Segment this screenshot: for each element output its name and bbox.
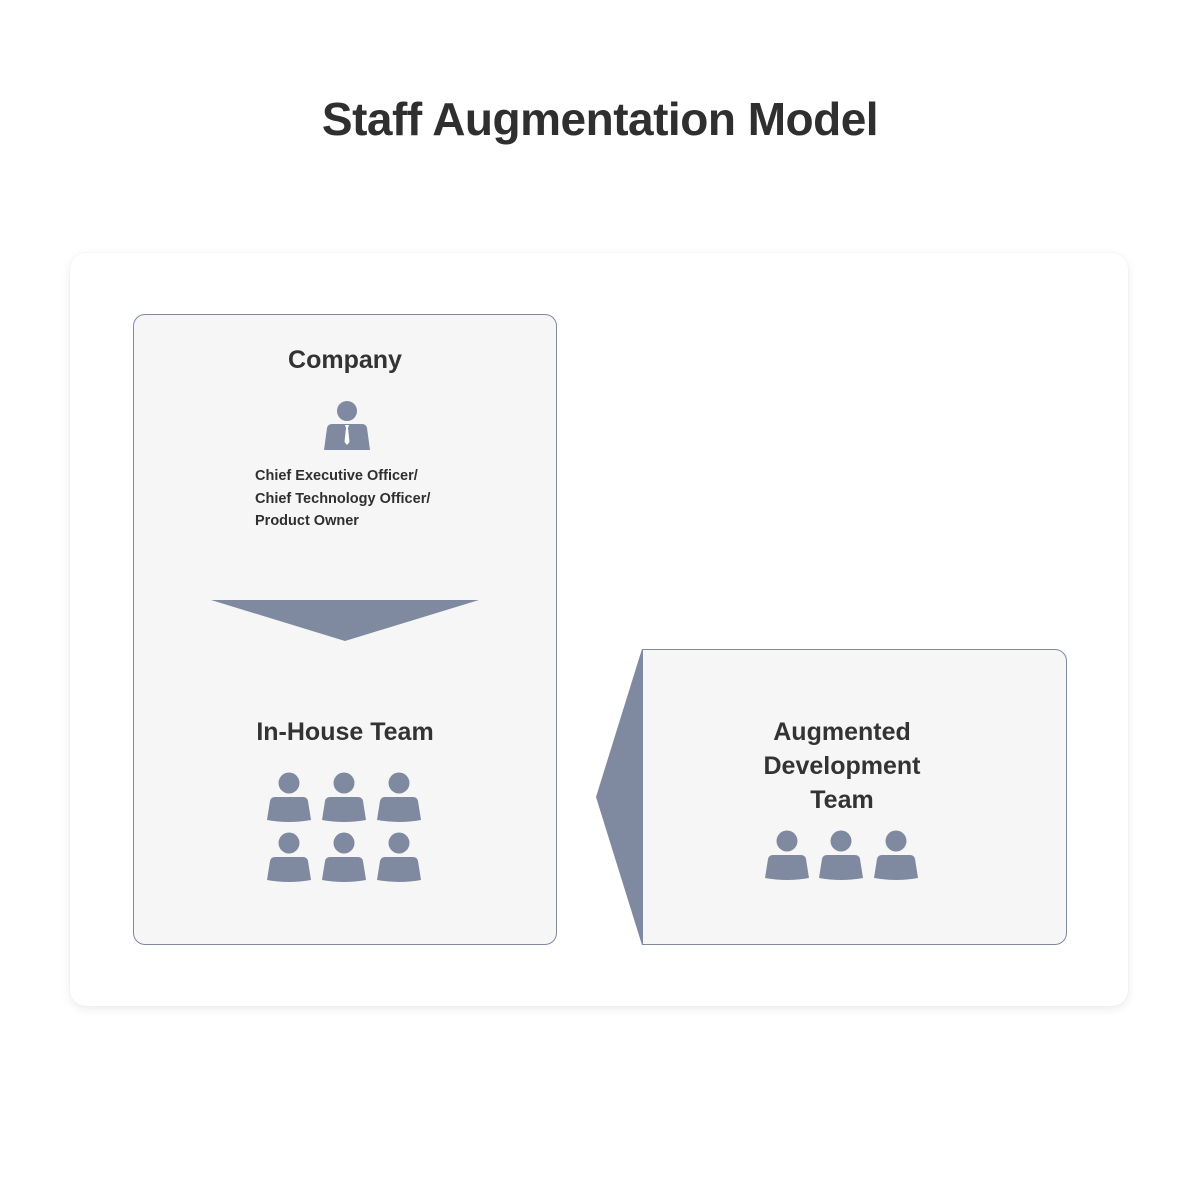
person-icon bbox=[765, 830, 809, 880]
person-icon bbox=[267, 772, 311, 822]
augmented-title-line: Team bbox=[810, 786, 874, 814]
person-icon bbox=[377, 772, 421, 822]
arrow-left-icon bbox=[596, 649, 642, 945]
person-icon bbox=[819, 830, 863, 880]
augmented-title-line: Development bbox=[763, 752, 921, 780]
company-title: Company bbox=[288, 346, 402, 374]
augmented-title-line: Augmented bbox=[773, 718, 911, 746]
role-line: Chief Executive Officer/ bbox=[255, 468, 418, 484]
person-icon bbox=[377, 832, 421, 882]
page-title: Staff Augmentation Model bbox=[321, 93, 879, 145]
person-icon bbox=[267, 832, 311, 882]
augmented-team-panel bbox=[642, 649, 1067, 945]
company-roles: Chief Executive Officer/ Chief Technolog… bbox=[255, 465, 545, 533]
in-house-team-title: In-House Team bbox=[256, 718, 434, 746]
executive-person-icon bbox=[324, 401, 370, 450]
person-icon bbox=[874, 830, 918, 880]
role-line: Product Owner bbox=[255, 513, 359, 529]
role-line: Chief Technology Officer/ bbox=[255, 490, 431, 507]
person-icon bbox=[322, 832, 366, 882]
person-icon bbox=[322, 772, 366, 822]
arrow-down-icon bbox=[211, 600, 479, 641]
augmented-team-title: Augmented Development Team bbox=[642, 715, 1042, 817]
